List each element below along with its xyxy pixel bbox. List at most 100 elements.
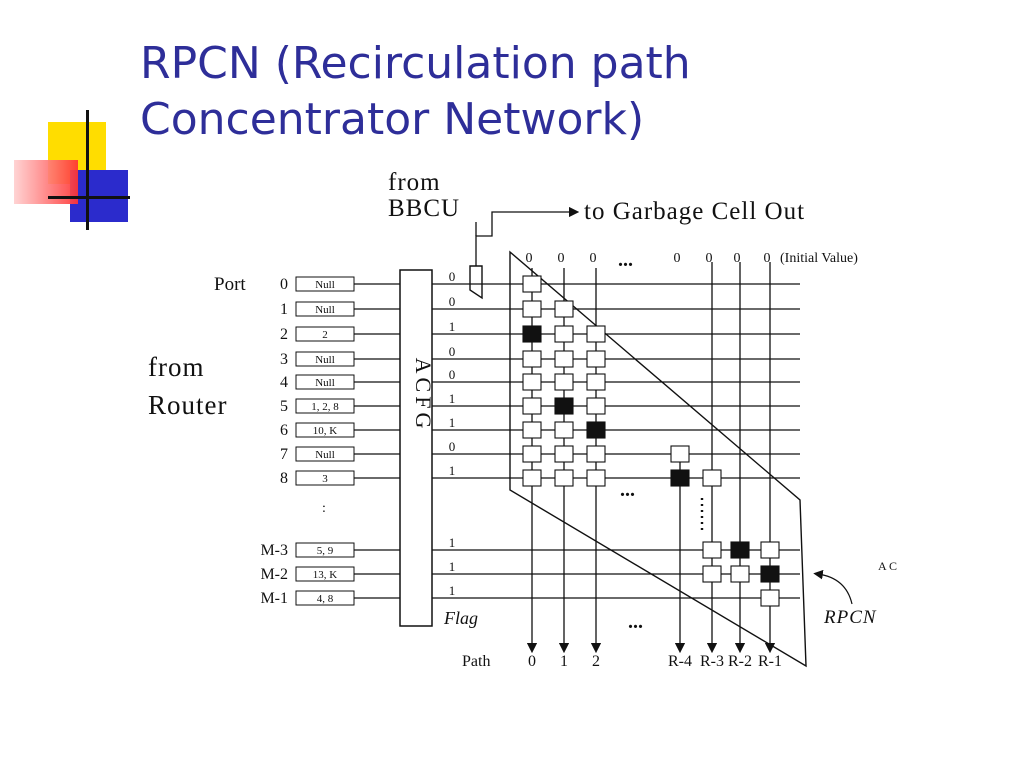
- switch-cell: [522, 300, 542, 318]
- initial-value: 0: [734, 251, 741, 266]
- rpcn-label: RPCN: [823, 607, 877, 628]
- path-number: R-1: [758, 653, 782, 670]
- switch-cell: [522, 275, 542, 293]
- flag-value: 1: [449, 535, 456, 550]
- path-number: R-4: [668, 653, 692, 670]
- switch-cell: [670, 445, 690, 463]
- switch-cell-active: [730, 541, 750, 559]
- flag-value: 0: [449, 269, 456, 284]
- switch-cell: [522, 397, 542, 415]
- switch-cell: [760, 541, 780, 559]
- switch-cell: [522, 373, 542, 391]
- garbage-out-arrow: [475, 206, 580, 266]
- port-id: 0: [280, 276, 288, 293]
- switch-cell-active: [670, 469, 690, 487]
- initial-value: 0: [674, 251, 681, 266]
- switch-cell: [522, 445, 542, 463]
- switch-cell-active: [522, 325, 542, 343]
- from-router-label: from Router: [148, 348, 228, 424]
- port-buffer-content: Null: [315, 377, 335, 389]
- slide-title-line-2: Concentrator Network): [140, 94, 645, 145]
- bbcu-connector: [469, 265, 483, 300]
- from-router-line-1: from: [148, 352, 205, 382]
- switch-cell-active: [554, 397, 574, 415]
- port-buffer-content: 10, K: [313, 425, 338, 437]
- initial-value: 0: [526, 251, 533, 266]
- slide-title-line-1: RPCN (Recirculation path: [140, 38, 691, 89]
- port-row: M-3 5, 9 1: [260, 535, 800, 559]
- port-id: 7: [280, 446, 288, 463]
- port-buffer-content: 3: [322, 473, 328, 485]
- switch-cell: [586, 469, 606, 487]
- switch-cell: [522, 350, 542, 368]
- port-buffer-content: 5, 9: [317, 545, 334, 557]
- initial-value: 0: [764, 251, 771, 266]
- switch-cell: [730, 565, 750, 583]
- switch-cell: [702, 541, 722, 559]
- ellipsis-middle: ...: [620, 479, 635, 501]
- deco-vertical-line: [86, 110, 89, 230]
- acfg-label: ACFG: [411, 358, 436, 433]
- switch-cell: [522, 469, 542, 487]
- switch-cell: [586, 373, 606, 391]
- flag-value: 0: [449, 344, 456, 359]
- initial-value: 0: [706, 251, 713, 266]
- port-id: 4: [280, 374, 288, 391]
- switch-cell: [586, 397, 606, 415]
- port-row: 7 Null 0: [280, 439, 800, 463]
- flag-label: Flag: [443, 608, 478, 628]
- path-number: R-3: [700, 653, 724, 670]
- port-row: 4 Null 0: [280, 367, 800, 391]
- ellipsis-bottom: ...: [628, 611, 643, 633]
- initial-value: 0: [558, 251, 565, 266]
- flag-value: 1: [449, 559, 456, 574]
- from-bbcu-line-1: from: [388, 169, 441, 196]
- port-buffer-content: Null: [315, 279, 335, 291]
- path-number: 0: [528, 653, 536, 670]
- port-buffer-content: Null: [315, 354, 335, 366]
- initial-value: 0: [590, 251, 597, 266]
- switch-cell: [554, 445, 574, 463]
- switch-cell: [554, 325, 574, 343]
- port-buffer-content: 1, 2, 8: [311, 401, 339, 413]
- port-label: Port: [214, 274, 246, 295]
- flag-value: 1: [449, 583, 456, 598]
- switch-cell: [702, 565, 722, 583]
- path-number: R-2: [728, 653, 752, 670]
- from-router-line-2: Router: [148, 390, 228, 420]
- deco-horizontal-line: [48, 196, 130, 199]
- flag-value: 0: [449, 367, 456, 382]
- port-id: 5: [280, 398, 288, 415]
- flag-value: 1: [449, 319, 456, 334]
- switch-cell: [554, 373, 574, 391]
- path-label: Path: [462, 653, 490, 670]
- port-id: M-1: [260, 590, 288, 607]
- ac-fragment-label: A C: [878, 559, 897, 573]
- initial-value-label: (Initial Value): [780, 251, 858, 266]
- port-id: 1: [280, 301, 288, 318]
- rpcn-pointer-arrow: [813, 569, 853, 605]
- switch-cell: [522, 421, 542, 439]
- switch-cell: [554, 300, 574, 318]
- flag-value: 1: [449, 463, 456, 478]
- switch-cells: [522, 275, 780, 607]
- port-id: M-3: [260, 542, 288, 559]
- port-buffer-content: 4, 8: [317, 593, 334, 605]
- flag-value: 0: [449, 439, 456, 454]
- switch-cell: [554, 469, 574, 487]
- rpcn-boundary: [509, 250, 807, 668]
- ellipsis-top: ...: [618, 249, 633, 271]
- switch-cell-active: [586, 421, 606, 439]
- flag-value: 1: [449, 391, 456, 406]
- port-buffer-content: Null: [315, 449, 335, 461]
- port-buffer-content: 13, K: [313, 569, 338, 581]
- slide-title: RPCN (Recirculation path Concentrator Ne…: [140, 36, 1000, 148]
